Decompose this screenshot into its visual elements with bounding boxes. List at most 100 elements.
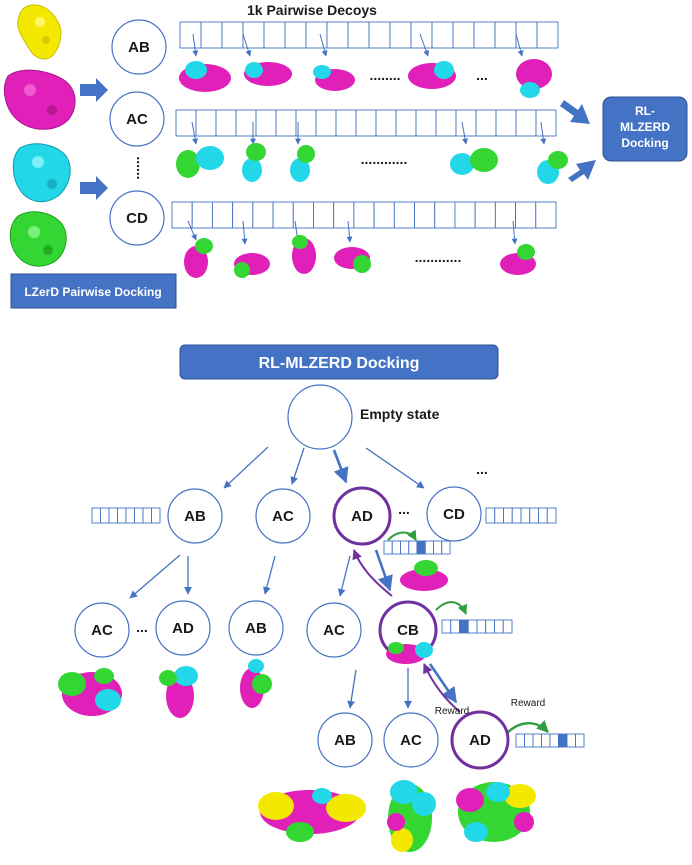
array-cell xyxy=(191,201,213,229)
selected-edge-root-ad xyxy=(332,449,349,484)
green-arrow-ad xyxy=(387,529,417,541)
row-ellipsis-4: ............ xyxy=(415,249,462,265)
node-l2-ad xyxy=(155,600,211,656)
arrow-to-ab xyxy=(80,78,108,102)
decoy-row-cd xyxy=(184,235,536,278)
node-l1-ad-selected xyxy=(332,486,392,546)
complex-l2-cb xyxy=(386,642,433,664)
node-l3-ab-label: AB xyxy=(334,732,356,749)
decoy-array-l2-cb xyxy=(441,619,513,634)
array-cell xyxy=(347,21,370,49)
complex-l2-ac xyxy=(58,668,122,716)
array-cell xyxy=(441,619,452,634)
green-arrow-reward xyxy=(505,720,549,735)
array-cell xyxy=(410,21,433,49)
arrow-to-cd xyxy=(80,176,108,200)
array-cell xyxy=(134,507,144,524)
monomer-a xyxy=(17,4,62,60)
array-cell xyxy=(125,507,135,524)
array-cell xyxy=(515,733,525,748)
array-cell xyxy=(326,21,349,49)
array-cell xyxy=(538,507,548,524)
decoy-array-cd xyxy=(171,201,557,229)
array-cell xyxy=(441,540,451,555)
array-cell xyxy=(515,201,537,229)
reward-label-1: Reward xyxy=(435,706,469,717)
node-l3-ac-label: AC xyxy=(400,732,422,749)
complex-l2-ad xyxy=(159,666,198,718)
node-l2-ad-label: AD xyxy=(172,620,194,637)
node-l1-ac-label: AC xyxy=(272,508,294,525)
lzerd-box-label: LZerD Pairwise Docking xyxy=(24,285,161,299)
complex-final-ad xyxy=(456,782,536,842)
array-cell xyxy=(495,109,517,137)
array-cell xyxy=(459,619,469,634)
complex-final-ac xyxy=(387,780,436,852)
array-cell xyxy=(455,109,477,137)
array-cell xyxy=(485,619,495,634)
array-cell xyxy=(305,21,328,49)
pair-node-cd xyxy=(109,190,165,246)
node-l3-ad-selected xyxy=(450,710,510,770)
array-cell xyxy=(333,201,355,229)
monomer-c xyxy=(12,143,71,203)
decoy-row-ac xyxy=(176,143,568,184)
complex-ad-preview xyxy=(400,560,448,591)
node-l2-cb-label: CB xyxy=(397,622,419,639)
array-cell xyxy=(416,540,426,555)
array-cell xyxy=(353,201,375,229)
array-cell xyxy=(375,109,397,137)
array-cell xyxy=(536,21,559,49)
array-cell xyxy=(389,21,412,49)
root-node xyxy=(287,384,353,450)
pair-label-cd: CD xyxy=(126,210,148,227)
array-cell xyxy=(211,201,234,229)
row-ellipsis-1: ........ xyxy=(369,67,400,83)
node-l2-ab xyxy=(228,600,284,656)
lzerd-pairwise-docking-box xyxy=(10,273,177,309)
row-ellipsis-2: ... xyxy=(476,67,488,83)
array-cell xyxy=(151,507,161,524)
array-cell xyxy=(558,733,568,748)
array-cell xyxy=(494,619,504,634)
array-cell xyxy=(284,21,307,49)
array-cell xyxy=(195,109,217,137)
array-cell xyxy=(100,507,110,524)
array-cell xyxy=(221,21,244,49)
array-cell xyxy=(255,109,277,137)
row-ellipsis-3: ............ xyxy=(361,151,408,167)
selected-edge-ad-cb xyxy=(374,549,393,592)
array-cell xyxy=(200,21,223,49)
array-cell xyxy=(433,540,443,555)
array-cell xyxy=(467,619,478,634)
array-cell xyxy=(108,507,118,524)
array-cell xyxy=(549,733,559,748)
node-l1-ad-label: AD xyxy=(351,508,373,525)
array-cell xyxy=(400,540,410,555)
decoy-row-ab xyxy=(179,59,552,98)
rl-mlzerd-docking-box xyxy=(602,96,688,162)
array-cell xyxy=(494,21,517,49)
array-cell xyxy=(391,540,401,555)
decoys-title: 1k Pairwise Decoys xyxy=(247,2,377,18)
node-l3-ac xyxy=(383,712,439,768)
node-l3-ad-label: AD xyxy=(469,732,491,749)
array-cell xyxy=(535,109,557,137)
vertical-ellipsis: ...... xyxy=(134,156,150,179)
array-cell xyxy=(515,109,537,137)
arrow-to-rl-2 xyxy=(568,160,596,182)
rl-box-line-3: Docking xyxy=(621,136,668,150)
decoy-arrows xyxy=(187,33,547,245)
array-cell xyxy=(524,733,534,748)
complex-final-ab xyxy=(258,788,366,842)
array-cell xyxy=(414,201,436,229)
decoy-array-ab xyxy=(179,21,559,49)
pair-node-ab xyxy=(111,19,167,75)
array-cell xyxy=(494,201,517,229)
reward-label-2: Reward xyxy=(511,698,545,709)
array-cell xyxy=(415,109,437,137)
array-cell xyxy=(473,21,496,49)
node-l1-ab-label: AB xyxy=(184,508,206,525)
array-cell xyxy=(541,733,551,748)
